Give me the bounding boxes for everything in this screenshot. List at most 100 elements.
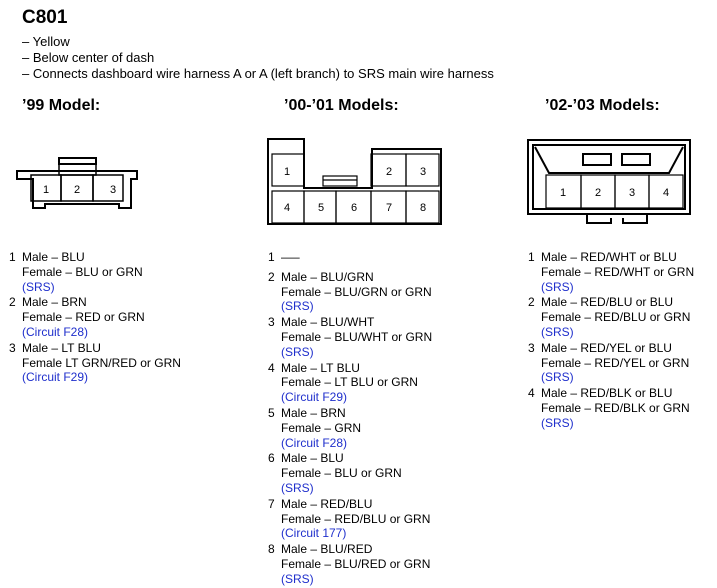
cavity-00-2: 2 (386, 166, 392, 178)
pin-female: Female – BLU/RED or GRN (281, 556, 431, 571)
cavity-02-3: 3 (629, 187, 635, 199)
pin-female: Female – LT BLU or GRN (281, 375, 418, 390)
pin-female: Female – BLU or GRN (22, 264, 143, 279)
pin-note: (Circuit F29) (22, 370, 89, 385)
pin-number: 3 (528, 340, 535, 355)
pin-male: Male – LT BLU (22, 340, 101, 355)
pin-number: 1 (528, 250, 535, 264)
pin-number: 3 (268, 315, 275, 330)
cavity-00-5: 5 (318, 202, 324, 214)
connector-notes: – Yellow – Below center of dash – Connec… (22, 34, 494, 82)
pin-note: (SRS) (541, 415, 574, 430)
pin-male: —– (281, 250, 300, 264)
cavity-00-4: 4 (284, 202, 290, 214)
pin-male: Male – RED/BLU or BLU (541, 295, 674, 310)
connector-00-01-diagram: 1 2 3 4 5 6 7 8 (267, 138, 442, 225)
connector-99-diagram: 1 2 3 (16, 157, 138, 209)
pin-number: 5 (268, 405, 275, 420)
pin-female: Female – RED or GRN (22, 310, 145, 325)
pin-note: (SRS) (281, 480, 314, 495)
pin-male: Male – BLU/WHT (281, 315, 375, 330)
cavity-99-2: 2 (74, 184, 80, 196)
pin-note: (SRS) (22, 279, 55, 294)
connector-title: C801 (22, 7, 68, 28)
pin-female: Female LT GRN/RED or GRN (22, 355, 181, 370)
pin-male: Male – BLU/RED (281, 542, 373, 557)
pin-note: (Circuit F28) (281, 435, 348, 450)
pin-female: Female – GRN (281, 420, 362, 435)
pin-male: Male – BLU/GRN (281, 269, 374, 284)
note-connection: – Connects dashboard wire harness A or A… (22, 66, 494, 81)
pin-entry: 1 —– (268, 250, 432, 265)
pin-male: Male – BRN (281, 405, 346, 420)
pin-note: (SRS) (541, 370, 574, 385)
pin-number: 4 (268, 360, 275, 375)
pin-female: Female – RED/YEL or GRN (541, 355, 690, 370)
pin-male: Male – BRN (22, 295, 87, 310)
pin-female: Female – BLU/WHT or GRN (281, 329, 433, 344)
pin-number: 2 (528, 295, 535, 310)
pin-note: (SRS) (281, 344, 314, 359)
pin-note: (SRS) (541, 324, 574, 339)
pin-note: (SRS) (281, 571, 314, 586)
pin-number: 1 (9, 250, 16, 264)
pin-number: 4 (528, 386, 535, 401)
cavity-99-1: 1 (43, 184, 49, 196)
pin-note: (Circuit F29) (281, 390, 348, 405)
pin-male: Male – RED/BLU (281, 496, 373, 511)
pin-male: Male – RED/WHT or BLU (541, 250, 677, 264)
pin-number: 1 (268, 250, 275, 264)
pin-female: Female – RED/BLK or GRN (541, 400, 690, 415)
heading-02-03-models: ’02-’03 Models: (545, 97, 660, 114)
pin-number: 8 (268, 542, 275, 557)
pin-female: Female – BLU/GRN or GRN (281, 284, 432, 299)
cavity-00-7: 7 (386, 202, 392, 214)
cavity-99-3: 3 (110, 184, 116, 196)
pin-male: Male – BLU (22, 250, 85, 264)
pin-note: (SRS) (281, 299, 314, 314)
pin-note: (SRS) (541, 279, 574, 294)
pin-female: Female – RED/BLU or GRN (541, 310, 691, 325)
cavity-00-1: 1 (284, 166, 290, 178)
connector-02-03-diagram: 1 2 3 4 (527, 139, 691, 224)
cavity-00-3: 3 (420, 166, 426, 178)
pin-male: Male – RED/YEL or BLU (541, 340, 672, 355)
cavity-00-6: 6 (351, 202, 357, 214)
cavity-02-2: 2 (595, 187, 601, 199)
pin-male: Male – BLU (281, 451, 344, 466)
note-location: – Below center of dash (22, 50, 155, 65)
cavity-02-4: 4 (663, 187, 669, 199)
pin-female: Female – BLU or GRN (281, 466, 402, 481)
pin-note: (Circuit 177) (281, 526, 347, 541)
pin-note: (Circuit F28) (22, 324, 89, 339)
pin-number: 2 (268, 269, 275, 284)
cavity-02-1: 1 (560, 187, 566, 199)
pin-male: Male – LT BLU (281, 360, 360, 375)
pin-number: 7 (268, 496, 275, 511)
heading-00-01-models: ’00-’01 Models: (284, 97, 399, 114)
cavity-00-8: 8 (420, 202, 426, 214)
heading-99-model: ’99 Model: (22, 97, 101, 114)
pin-male: Male – RED/BLK or BLU (541, 386, 673, 401)
pin-number: 3 (9, 340, 16, 355)
pin-number: 2 (9, 295, 16, 310)
note-color: – Yellow (22, 34, 70, 49)
pin-female: Female – RED/BLU or GRN (281, 511, 431, 526)
